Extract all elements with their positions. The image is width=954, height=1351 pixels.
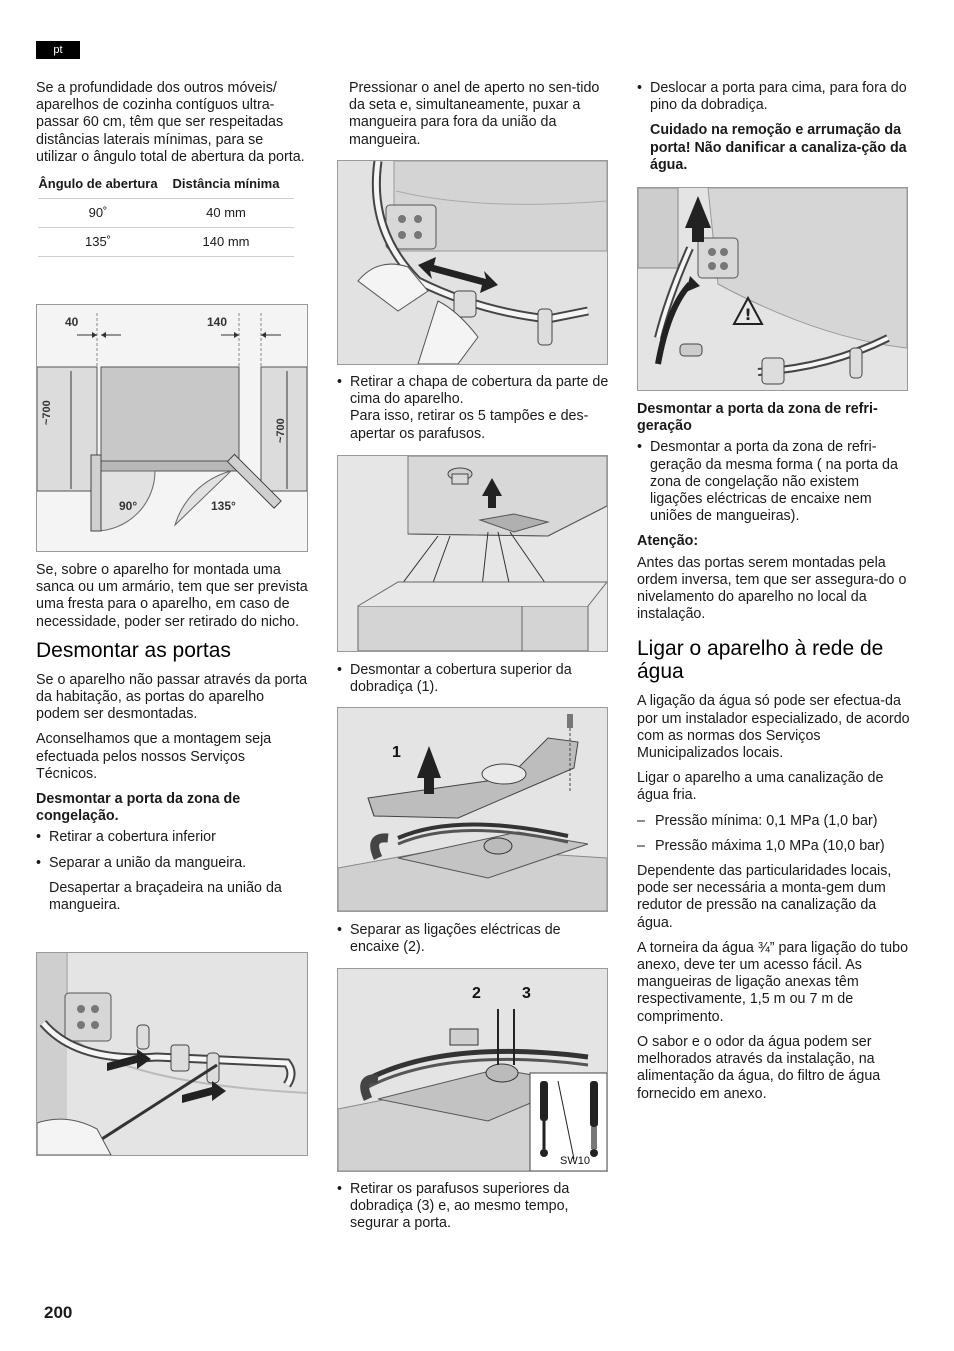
- table-cell-distance: 40 mm: [158, 198, 294, 228]
- column-2-top: Pressionar o anel de aperto no sen-tido …: [349, 80, 611, 157]
- table-cell-distance: 140 mm: [158, 227, 294, 257]
- hinge-cover-illustration: 1: [337, 707, 608, 912]
- list-item: Separar a união da mangueira.: [36, 855, 308, 872]
- list-item: Pressão mínima: 0,1 MPa (1,0 bar): [637, 813, 911, 830]
- angle-label-135: 135°: [211, 499, 236, 513]
- subheading-fridge-door: Desmontar a porta da zona de refri-geraç…: [637, 401, 878, 435]
- list-item-continuation: Desapertar a braçadeira na união da mang…: [49, 879, 282, 914]
- step-list: Separar as ligações eléctricas de encaix…: [337, 922, 611, 956]
- table-row: 135˚ 140 mm: [38, 227, 294, 257]
- step-list: Retirar a cobertura inferior Separar a u…: [36, 829, 308, 872]
- tool-size-label: SW10: [560, 1155, 590, 1167]
- paragraph-pressure-reducer: Dependente das particularidades locais, …: [637, 863, 892, 931]
- column-2-step-screws: Retirar os parafusos superiores da dobra…: [337, 1181, 611, 1241]
- list-item: Retirar a chapa de cobertura da parte de…: [337, 374, 611, 443]
- list-item: Desmontar a cobertura superior da dobrad…: [337, 662, 611, 696]
- list-item: Separar as ligações eléctricas de encaix…: [337, 922, 611, 956]
- list-item-text: Retirar a chapa de cobertura da parte de…: [350, 374, 609, 408]
- table-header-angle: Ângulo de abertura: [38, 176, 158, 192]
- connectors-illustration: 2 3 SW10: [337, 968, 608, 1172]
- section-heading-desmontar: Desmontar as portas: [36, 638, 231, 662]
- list-item: Pressão máxima 1,0 MPa (10,0 bar): [637, 838, 911, 855]
- column-3-main: Desmontar a porta da zona de refri-geraç…: [637, 401, 911, 1111]
- attention-text: Antes das portas serem montadas pela ord…: [637, 554, 907, 623]
- distance-table: Ângulo de abertura Distância mínima 90˚ …: [38, 176, 294, 257]
- angle-label-90: 90°: [119, 499, 138, 513]
- table-row: 90˚ 40 mm: [38, 198, 294, 228]
- step-list: Desmontar a porta da zona de refri-geraç…: [637, 439, 911, 525]
- paragraph-filter: O sabor e o odor da água podem ser melho…: [637, 1033, 881, 1102]
- step-list: Desmontar a cobertura superior da dobrad…: [337, 662, 611, 696]
- figure-callout-1: 1: [392, 744, 401, 761]
- dim-label-left: 40: [65, 315, 79, 329]
- depth-label-right: ~700: [275, 418, 287, 443]
- svg-text:!: !: [744, 305, 751, 324]
- table-cell-angle: 135˚: [38, 227, 158, 257]
- page-number: 200: [44, 1303, 73, 1322]
- language-tag: pt: [36, 41, 80, 59]
- column-3-top: Deslocar a porta para cima, para fora do…: [637, 80, 911, 182]
- list-item: Retirar a cobertura inferior: [36, 829, 308, 846]
- door-lift-illustration: !: [637, 187, 908, 391]
- step-list: Retirar a chapa de cobertura da parte de…: [337, 374, 611, 443]
- section-heading-ligar: Ligar o aparelho à rede de água: [637, 637, 884, 684]
- list-item: Desmontar a porta da zona de refri-geraç…: [637, 439, 911, 525]
- list-item-continuation: Para isso, retirar os 5 tampões e des-ap…: [350, 408, 589, 442]
- subheading-freezer-door: Desmontar a porta da zona de congelação.: [36, 791, 241, 825]
- intro-paragraph: Se a profundidade dos outros móveis/ apa…: [36, 80, 305, 165]
- hose-clamp-illustration: [36, 952, 308, 1156]
- figure-callout-3: 3: [522, 985, 531, 1002]
- top-cover-plugs-illustration: [337, 455, 608, 652]
- warning-text: Cuidado na remoção e arrumação da porta!…: [650, 122, 907, 173]
- column-1: Se a profundidade dos outros móveis/ apa…: [36, 80, 308, 257]
- column-2-step-cover: Retirar a chapa de cobertura da parte de…: [337, 374, 611, 451]
- column-2-step-hinge-cover: Desmontar a cobertura superior da dobrad…: [337, 662, 611, 704]
- hose-pull-illustration: [337, 160, 608, 365]
- table-header-distance: Distância mínima: [172, 176, 280, 192]
- niche-paragraph: Se, sobre o aparelho for montada uma san…: [36, 562, 308, 630]
- paragraph-door-removal: Se o aparelho não passar através da port…: [36, 671, 308, 723]
- depth-label-left: ~700: [41, 400, 53, 425]
- paragraph-cold-water: Ligar o aparelho a uma canalização de ág…: [637, 770, 884, 804]
- step-list: Deslocar a porta para cima, para fora do…: [637, 80, 911, 114]
- list-item: Retirar os parafusos superiores da dobra…: [337, 1181, 611, 1233]
- clearance-diagram: 40 140 ~700 ~700 90° 135°: [36, 304, 308, 552]
- pressure-list: Pressão mínima: 0,1 MPa (1,0 bar) Pressã…: [637, 813, 911, 856]
- paragraph-service: Aconselhamos que a montagem seja efectua…: [36, 731, 272, 782]
- attention-label: Atenção:: [637, 533, 699, 550]
- paragraph-installer: A ligação da água só pode ser efectua-da…: [637, 693, 910, 762]
- table-cell-angle: 90˚: [38, 198, 158, 228]
- paragraph-tap: A torneira da água ¾” para ligação do tu…: [637, 939, 909, 1025]
- dim-label-right: 140: [207, 315, 228, 329]
- figure-callout-2: 2: [472, 985, 481, 1002]
- column-1-lower: Se, sobre o aparelho for montada uma san…: [36, 562, 308, 922]
- column-2-step-connectors: Separar as ligações eléctricas de encaix…: [337, 922, 611, 964]
- paragraph-clamp-ring: Pressionar o anel de aperto no sen-tido …: [349, 80, 600, 148]
- step-list: Retirar os parafusos superiores da dobra…: [337, 1181, 611, 1233]
- list-item: Deslocar a porta para cima, para fora do…: [637, 80, 911, 114]
